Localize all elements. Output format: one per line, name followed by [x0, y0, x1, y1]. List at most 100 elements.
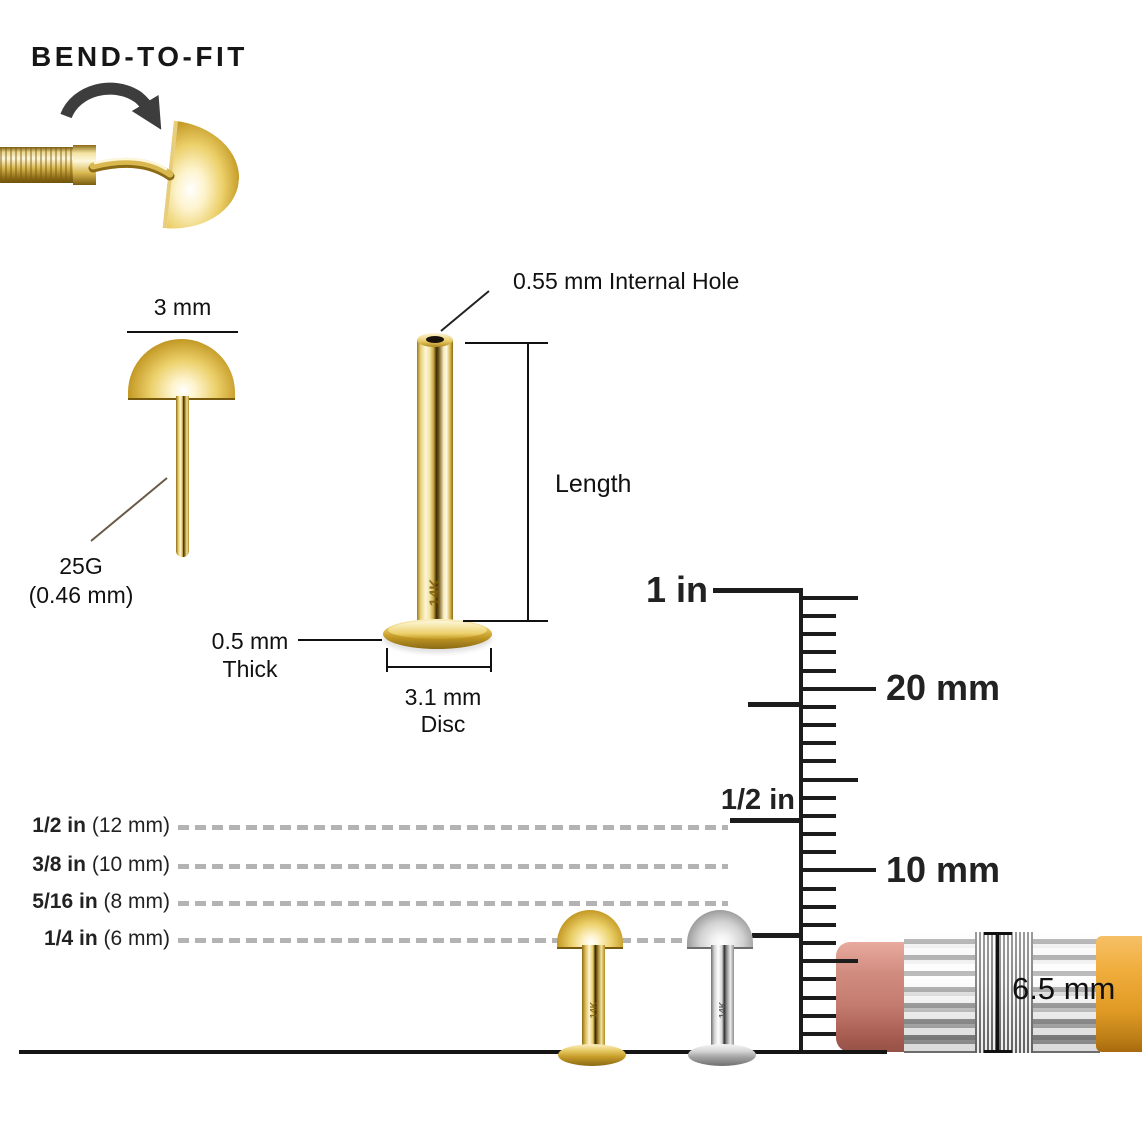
ruler-mm-tick	[801, 977, 836, 981]
dome-image	[128, 339, 235, 400]
disc-label-line2: Disc	[420, 711, 466, 737]
size-fraction: 1/4 in	[43, 927, 98, 950]
dome-width-label: 3 mm	[153, 294, 212, 320]
ruler-mm-tick	[801, 923, 836, 927]
silver-stud-post	[711, 945, 734, 1050]
gauge-label: 25G (0.46 mm)	[16, 552, 146, 610]
silver-stud-dome	[687, 910, 753, 949]
length-dim-vline	[527, 342, 529, 622]
disc-label-line1: 3.1 mm	[404, 684, 482, 710]
ruler-mm-tick	[801, 778, 858, 782]
hole-leader-line	[440, 290, 490, 332]
bend-arrow-icon	[60, 82, 162, 130]
size-row-dashes	[178, 901, 728, 906]
ruler-mm-tick	[801, 614, 836, 618]
length-dim-top-line	[465, 342, 548, 344]
ruler-mm-tick	[801, 723, 836, 727]
ruler-mm-tick	[801, 1014, 836, 1018]
size-metric: (6 mm)	[103, 927, 171, 950]
ruler-mm-tick	[801, 705, 836, 709]
pencil-ferrule-knurl	[975, 932, 1033, 1053]
size-row-dashes	[178, 864, 728, 869]
ruler-inch-tick-1-2	[730, 818, 803, 823]
thick-label-line2: Thick	[222, 656, 278, 682]
silver-stud-disc	[688, 1044, 756, 1066]
size-fraction: 3/8 in	[32, 853, 86, 876]
ruler-mm-tick	[801, 796, 836, 800]
size-fraction: 5/16 in	[32, 890, 98, 913]
ruler-mm-tick	[801, 759, 836, 763]
thick-label-line1: 0.5 mm	[211, 628, 289, 654]
eraser-dim-bottom-cap	[984, 1050, 1012, 1053]
size-row-label: 1/4 in (6 mm)	[0, 927, 170, 950]
disc-label: 3.1 mm Disc	[389, 684, 497, 738]
bent-pin-highlight	[93, 157, 168, 171]
silver-stud-engraving: 14K	[711, 995, 734, 1025]
ruler-mm-tick	[801, 687, 876, 691]
size-fraction: 1/2 in	[32, 814, 86, 837]
size-row-label: 3/8 in (10 mm)	[0, 853, 170, 876]
page-title: BEND-TO-FIT	[31, 41, 248, 72]
bent-dome-image	[162, 120, 245, 236]
ruler-label-10mm: 10 mm	[886, 849, 1001, 890]
length-dim-bottom-line	[463, 620, 548, 622]
ruler-mm-tick	[801, 596, 858, 600]
size-metric: (12 mm)	[91, 814, 170, 837]
eraser-dim-vline	[996, 933, 999, 1053]
ruler-mm-tick	[801, 959, 858, 963]
post-top-hole	[426, 336, 444, 343]
post-tube-image	[417, 340, 453, 630]
baseline	[19, 1050, 887, 1054]
gold-stud-disc	[558, 1044, 626, 1066]
ruler-label-20mm: 20 mm	[886, 667, 1001, 708]
post-engraving: 14K	[417, 572, 453, 612]
disc-bracket-hline	[386, 666, 492, 668]
ruler-inch-tick-3-4	[748, 702, 803, 707]
bent-pin-shadow	[88, 158, 175, 181]
gauge-label-line2: (0.46 mm)	[28, 582, 134, 608]
ruler-mm-tick	[801, 1032, 836, 1036]
hole-label: 0.55 mm Internal Hole	[513, 268, 740, 294]
ruler-inch-tick-1-4	[752, 933, 803, 938]
gold-stud-engraving-text: 14K	[588, 1001, 599, 1019]
threaded-post-image	[0, 147, 78, 183]
pin-image	[176, 396, 189, 557]
ruler-mm-tick	[801, 996, 836, 1000]
ruler-mm-tick	[801, 669, 836, 673]
size-metric: (8 mm)	[103, 890, 171, 913]
ruler-mm-tick	[801, 850, 836, 854]
ruler-mm-tick	[801, 814, 836, 818]
ruler-inch-tick-1	[713, 588, 803, 593]
ruler-mm-tick	[801, 868, 876, 872]
ruler-mm-tick	[801, 650, 836, 654]
eraser-width-label: 6.5 mm	[1012, 971, 1116, 1006]
post-collar-image	[73, 145, 96, 185]
disc-bracket-right	[490, 648, 492, 672]
gold-stud-dome	[557, 910, 623, 949]
ruler-label-half-in: 1/2 in	[720, 784, 795, 816]
disc-top-highlight	[388, 621, 487, 639]
gauge-leader-line	[90, 477, 168, 542]
ruler-label-1in: 1 in	[645, 569, 708, 610]
size-metric: (10 mm)	[91, 853, 170, 876]
gold-stud-post	[582, 945, 605, 1050]
ruler-mm-tick	[801, 905, 836, 909]
ruler-mm-tick	[801, 832, 836, 836]
gauge-label-line1: 25G	[59, 553, 103, 579]
thick-label: 0.5 mm Thick	[200, 627, 300, 683]
bent-pin	[89, 157, 174, 178]
pencil-body-image	[1096, 936, 1142, 1052]
silver-stud-engraving-text: 14K	[717, 1001, 728, 1019]
size-row-label: 5/16 in (8 mm)	[0, 890, 170, 913]
size-row-label: 1/2 in (12 mm)	[0, 814, 170, 837]
post-engraving-text: 14K	[426, 578, 444, 606]
ruler-mm-tick	[801, 741, 836, 745]
thick-leader-line	[298, 639, 382, 641]
length-label: Length	[555, 470, 632, 498]
ruler-mm-tick	[801, 887, 836, 891]
size-row-dashes	[178, 938, 728, 943]
size-row-dashes	[178, 825, 728, 830]
ruler-mm-tick	[801, 941, 836, 945]
disc-bracket-left	[386, 648, 388, 672]
